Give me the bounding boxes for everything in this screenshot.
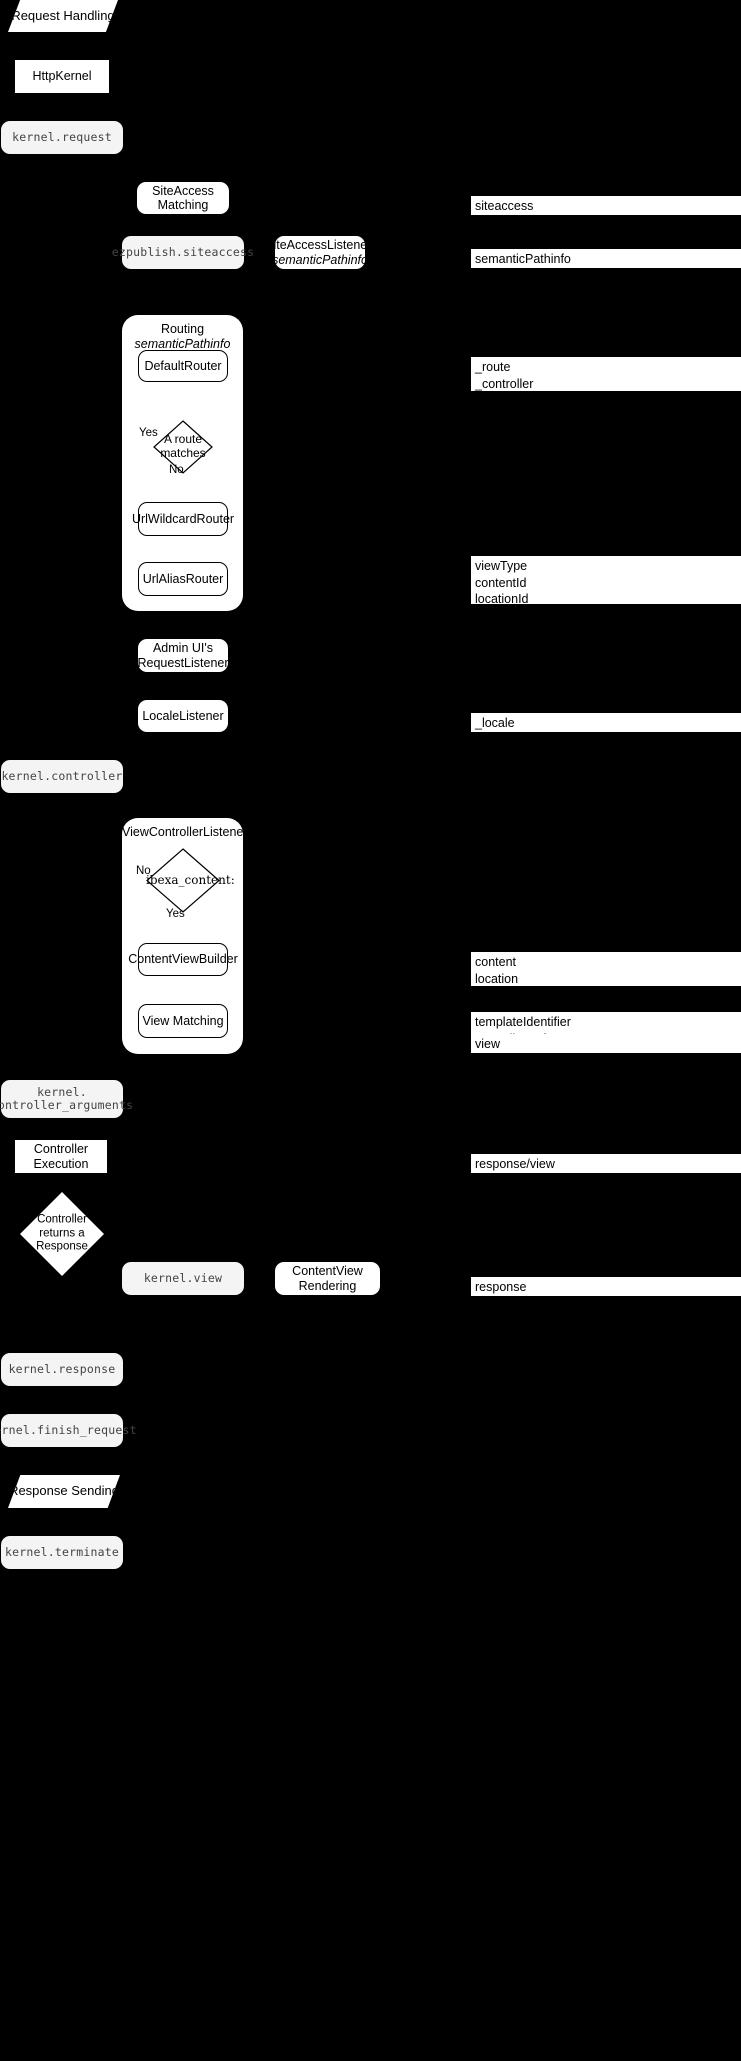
node-view-matching: View Matching <box>138 1004 228 1038</box>
node-admin-ui-request-listener-line2: RequestListener <box>137 655 229 670</box>
node-contentview-rendering: ContentView Rendering <box>275 1262 380 1295</box>
node-url-wildcard-router: UrlWildcardRouter <box>132 502 234 536</box>
node-siteaccess-matching: SiteAccess Matching <box>137 182 229 214</box>
edge-label-ibexa-no: No <box>136 865 151 877</box>
node-siteaccess-listener-line1: SiteAccessListener: <box>265 238 375 253</box>
decision-ibexa-content: ibexa_content: <box>146 848 235 913</box>
phase-response-sending: Response Sending <box>8 1475 120 1508</box>
event-kernel-controller-arguments-line2: controller_arguments <box>0 1098 134 1112</box>
event-kernel-view: kernel.view <box>122 1262 244 1295</box>
node-siteaccess-listener: SiteAccessListener: semanticPathinfo <box>265 236 375 269</box>
group-view-controller-listener-title: ViewControllerListener <box>122 825 248 839</box>
event-ezpublish-siteaccess: ezpublish.siteaccess <box>112 236 254 269</box>
node-url-alias-router-label: UrlAliasRouter <box>142 571 224 586</box>
varbox-semantic-pathinfo: semanticPathinfo <box>471 249 741 268</box>
event-kernel-controller-label: kernel.controller <box>1 768 123 783</box>
varbox-route-controller: _route _controller <box>471 357 741 391</box>
node-view-matching-label: View Matching <box>142 1013 224 1028</box>
event-kernel-request: kernel.request <box>1 121 123 154</box>
event-kernel-terminate: kernel.terminate <box>1 1536 123 1569</box>
node-content-view-builder-label: ContentViewBuilder <box>128 952 238 967</box>
decision-controller-returns-response: Controller returns a Response <box>20 1192 104 1276</box>
node-url-alias-router: UrlAliasRouter <box>138 562 228 596</box>
event-kernel-finish-request: kernel.finish_request <box>0 1414 137 1447</box>
phase-response-sending-label: Response Sending <box>9 1483 119 1499</box>
node-http-kernel-label: HttpKernel <box>32 69 92 84</box>
node-controller-execution-label: Controller Execution <box>33 1142 89 1171</box>
event-kernel-controller-arguments: kernel. controller_arguments <box>0 1080 133 1118</box>
varbox-locale: _locale <box>471 713 741 732</box>
node-contentview-rendering-label: ContentView Rendering <box>292 1264 363 1293</box>
edge-label-route-no: No <box>169 464 184 476</box>
varbox-response-view: response/view <box>471 1154 741 1173</box>
varbox-response: response <box>471 1277 741 1296</box>
event-ezpublish-siteaccess-label: ezpublish.siteaccess <box>111 244 255 259</box>
node-admin-ui-request-listener: Admin UI's RequestListener <box>137 639 229 672</box>
node-siteaccess-listener-line2: semanticPathinfo <box>272 252 368 267</box>
event-kernel-view-label: kernel.view <box>143 1270 223 1285</box>
event-kernel-terminate-label: kernel.terminate <box>5 1544 119 1559</box>
phase-request-handling: Request Handling <box>8 0 118 32</box>
node-content-view-builder: ContentViewBuilder <box>128 943 238 976</box>
node-default-router-label: DefaultRouter <box>144 358 222 373</box>
event-kernel-request-label: kernel.request <box>12 129 112 144</box>
node-http-kernel: HttpKernel <box>15 60 109 93</box>
event-kernel-finish-request-label: kernel.finish_request <box>0 1422 137 1437</box>
event-kernel-response: kernel.response <box>1 1353 123 1386</box>
varbox-siteaccess: siteaccess <box>471 196 741 215</box>
varbox-view-content-location: viewType contentId locationId <box>471 556 741 606</box>
group-routing-title-line1: Routing semanticPathinfo <box>134 322 231 351</box>
event-kernel-controller: kernel.controller <box>1 760 123 793</box>
event-kernel-response-label: kernel.response <box>8 1361 116 1376</box>
node-siteaccess-matching-label: SiteAccess Matching <box>152 183 214 212</box>
node-url-wildcard-router-label: UrlWildcardRouter <box>131 511 235 526</box>
decision-controller-returns-response-label: Controller returns a Response <box>36 1213 88 1253</box>
varbox-view: view <box>471 1034 741 1053</box>
edge-label-route-yes: Yes <box>139 427 158 439</box>
node-locale-listener-label: LocaleListener <box>142 708 224 723</box>
node-controller-execution: Controller Execution <box>15 1140 107 1173</box>
phase-request-handling-label: Request Handling <box>11 7 115 23</box>
node-locale-listener: LocaleListener <box>138 700 228 732</box>
edge-label-ibexa-yes: Yes <box>166 908 185 920</box>
node-default-router: DefaultRouter <box>138 350 228 382</box>
varbox-content-location: content location <box>471 952 741 986</box>
event-kernel-controller-arguments-line1: kernel. <box>37 1084 87 1099</box>
node-admin-ui-request-listener-line1: Admin UI's <box>152 641 214 656</box>
